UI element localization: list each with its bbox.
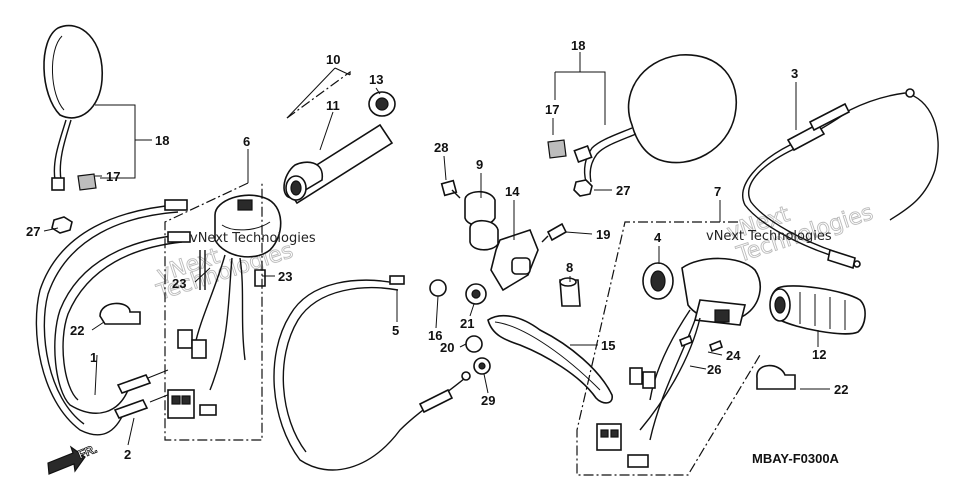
left-mirror (43, 24, 103, 234)
callout-19: 19 (596, 227, 610, 242)
callout-3: 3 (791, 66, 798, 81)
right-group-outline (576, 221, 761, 476)
left-switch-housing (99, 194, 282, 419)
callout-18-left: 18 (155, 133, 169, 148)
watermark-left: vNext Technologies (190, 231, 316, 246)
callout-27-left: 27 (26, 224, 40, 239)
callout-23-right: 23 (278, 269, 292, 284)
callout-18-right: 18 (571, 38, 585, 53)
callout-6: 6 (243, 134, 250, 149)
callout-17-left: 17 (106, 169, 120, 184)
throttle-cable (742, 88, 939, 270)
right-grip (769, 285, 866, 335)
diagram-code: MBAY-F0300A (752, 451, 840, 466)
callout-7: 7 (714, 184, 721, 199)
callout-13: 13 (369, 72, 383, 87)
right-switch-housing (596, 257, 761, 468)
callout-14: 14 (505, 184, 520, 199)
callout-20: 20 (440, 340, 454, 355)
callout-5: 5 (392, 323, 399, 338)
callout-4: 4 (654, 230, 662, 245)
callout-17-right: 17 (545, 102, 559, 117)
callout-24: 24 (726, 348, 741, 363)
clutch-lever-assembly (429, 179, 613, 404)
callout-27-right: 27 (616, 183, 630, 198)
callouts: 18 17 27 6 10 11 13 22 1 2 23 23 5 28 9 … (26, 38, 848, 462)
callout-29: 29 (481, 393, 495, 408)
callout-16: 16 (428, 328, 442, 343)
callout-1: 1 (90, 350, 97, 365)
callout-21: 21 (460, 316, 474, 331)
callout-22-left: 22 (70, 323, 84, 338)
watermark-right: vNext Technologies (706, 229, 832, 244)
grip-group-outline (286, 70, 351, 119)
callout-22-right: 22 (834, 382, 848, 397)
leader-lines (43, 52, 830, 446)
right-mirror (547, 54, 737, 197)
front-label: FR. (76, 442, 99, 462)
callout-9: 9 (476, 157, 483, 172)
clutch-cable (273, 275, 471, 471)
throttle-grip (283, 91, 396, 205)
left-cables (35, 199, 191, 436)
left-group-outline (164, 182, 263, 441)
front-direction-arrow (47, 445, 86, 475)
callout-26: 26 (707, 362, 721, 377)
callout-12: 12 (812, 347, 826, 362)
callout-11: 11 (326, 98, 340, 113)
callout-15: 15 (601, 338, 615, 353)
callout-8: 8 (566, 260, 573, 275)
callout-2: 2 (124, 447, 131, 462)
cable-clamp-right (756, 364, 796, 390)
callout-10: 10 (326, 52, 340, 67)
callout-28: 28 (434, 140, 448, 155)
callout-23-left: 23 (172, 276, 186, 291)
